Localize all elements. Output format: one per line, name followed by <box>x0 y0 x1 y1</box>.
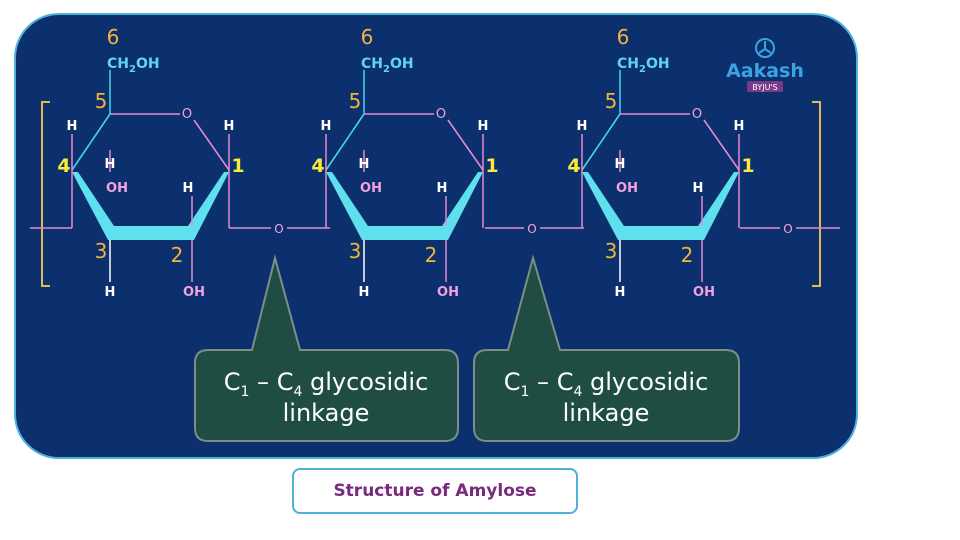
carbon-6-number: 6 <box>107 25 120 49</box>
callout-1: C1 – C4 glycosidic linkage <box>194 254 459 442</box>
oh-group-c2-bottom: OH <box>437 285 459 300</box>
bridge-oxygen-3: O <box>783 222 792 236</box>
h-atom-c1-top: H <box>478 119 489 134</box>
carbon-1-number: 1 <box>231 155 244 177</box>
carbon-4-number: 4 <box>57 155 70 177</box>
caption-title: Structure of Amylose <box>333 481 537 501</box>
h-atom-c4-top: H <box>577 119 588 134</box>
h-atom-c2-inner: H <box>693 181 704 196</box>
carbon-4-number: 4 <box>567 155 580 177</box>
logo-name: Aakash <box>726 60 804 82</box>
h-atom-c4-inner: H <box>359 157 370 172</box>
carbon-3-number: 3 <box>95 239 108 263</box>
logo-tag: BYJU'S <box>752 83 777 92</box>
carbon-2-number: 2 <box>425 243 438 267</box>
aakash-logo: Aakash BYJU'S <box>726 38 804 92</box>
callout-1-line2: linkage <box>283 399 370 427</box>
oh-group-c2-bottom: OH <box>183 285 205 300</box>
ch2oh-group: CH2OH <box>617 56 670 75</box>
right-bracket <box>812 101 821 287</box>
h-atom-c1-top: H <box>734 119 745 134</box>
carbon-3-number: 3 <box>349 239 362 263</box>
callout-1-line1: C1 – C4 glycosidic <box>224 368 429 400</box>
h-atom-c4-top: H <box>321 119 332 134</box>
h-atom-c4-top: H <box>67 119 78 134</box>
carbon-5-number: 5 <box>605 89 618 113</box>
h-atom-c1-top: H <box>224 119 235 134</box>
ring-oxygen: O <box>182 107 192 122</box>
carbon-2-number: 2 <box>681 243 694 267</box>
carbon-6-number: 6 <box>361 25 374 49</box>
carbon-4-number: 4 <box>311 155 324 177</box>
h-atom-c4-inner: H <box>105 157 116 172</box>
carbon-5-number: 5 <box>95 89 108 113</box>
h-atom-c2-inner: H <box>437 181 448 196</box>
callout-2-line2: linkage <box>563 399 650 427</box>
logo-emblem-icon <box>755 38 775 58</box>
h-atom-c4-inner: H <box>615 157 626 172</box>
ring-oxygen: O <box>692 107 702 122</box>
ring-oxygen: O <box>436 107 446 122</box>
carbon-2-number: 2 <box>171 243 184 267</box>
carbon-1-number: 1 <box>485 155 498 177</box>
bridge-oxygen-1: O <box>274 222 283 236</box>
callout-2: C1 – C4 glycosidic linkage <box>473 254 740 442</box>
carbon-3-number: 3 <box>605 239 618 263</box>
h-atom-c2-inner: H <box>183 181 194 196</box>
h-atom-c3-bottom: H <box>105 285 116 300</box>
oh-group-c3: OH <box>616 181 638 196</box>
callout-2-line1: C1 – C4 glycosidic <box>504 368 709 400</box>
bridge-oxygen-2: O <box>527 222 536 236</box>
carbon-1-number: 1 <box>741 155 754 177</box>
oh-group-c2-bottom: OH <box>693 285 715 300</box>
left-bracket <box>41 101 50 287</box>
oh-group-c3: OH <box>360 181 382 196</box>
ch2oh-group: CH2OH <box>107 56 160 75</box>
carbon-5-number: 5 <box>349 89 362 113</box>
h-atom-c3-bottom: H <box>359 285 370 300</box>
h-atom-c3-bottom: H <box>615 285 626 300</box>
carbon-6-number: 6 <box>617 25 630 49</box>
oh-group-c3: OH <box>106 181 128 196</box>
caption-box: Structure of Amylose <box>292 468 578 514</box>
ch2oh-group: CH2OH <box>361 56 414 75</box>
